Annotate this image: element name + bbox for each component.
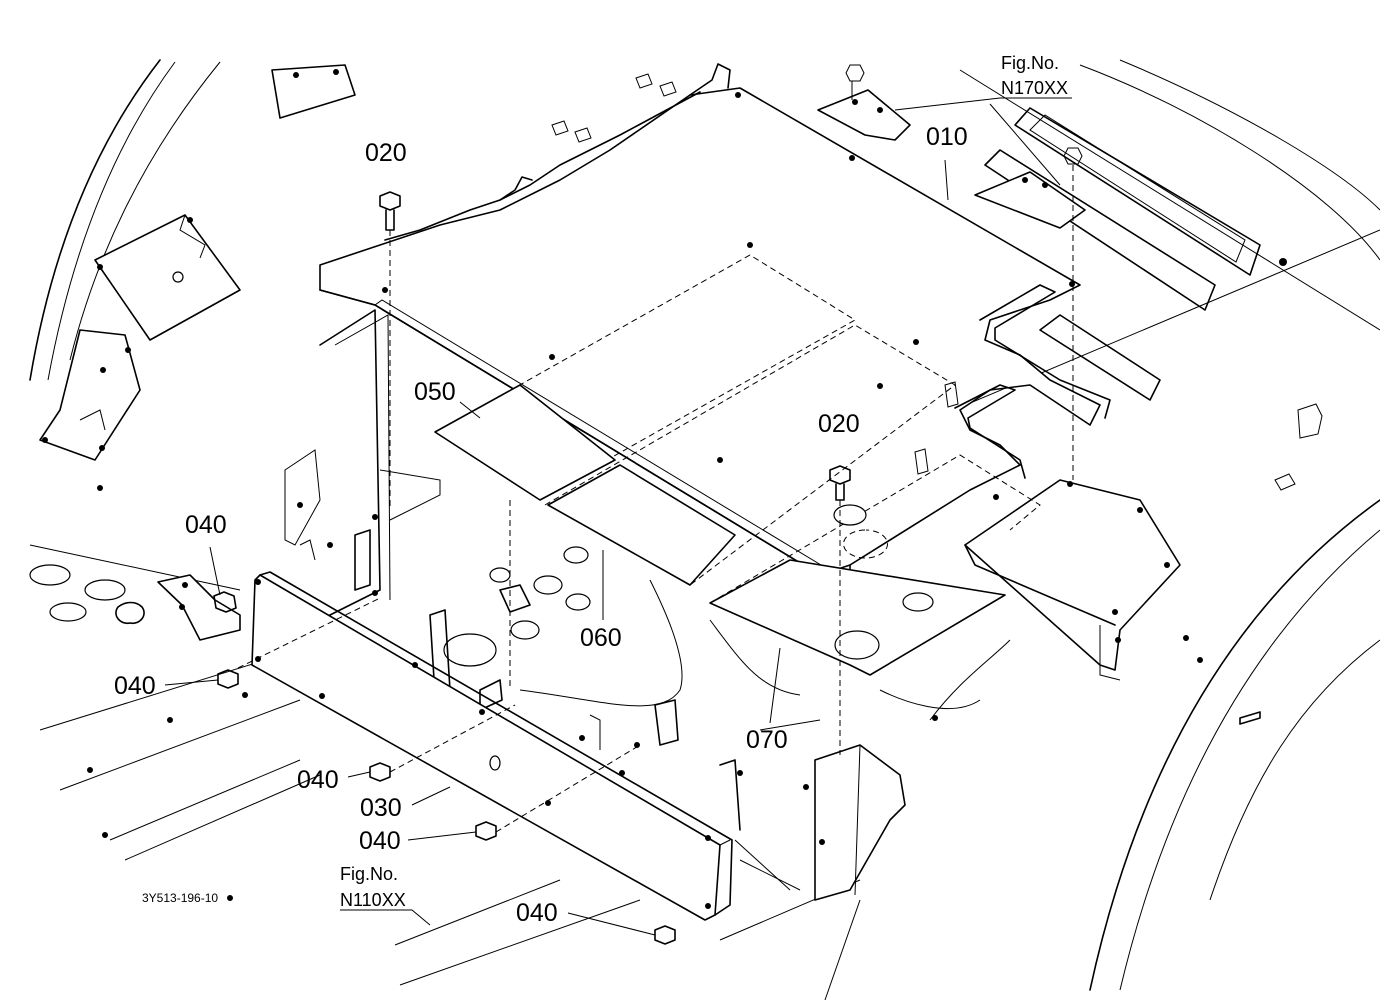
label-030: 030 bbox=[360, 794, 402, 822]
label-060: 060 bbox=[580, 624, 622, 652]
bracket-top-left bbox=[271, 64, 356, 119]
rear-vent bbox=[984, 107, 1287, 401]
drawing-code: 3Y513-196-10 bbox=[142, 891, 218, 905]
label-040-a: 040 bbox=[185, 511, 227, 539]
label-040-d: 040 bbox=[359, 827, 401, 855]
lower-right-block bbox=[814, 639, 1011, 1001]
figref-bottom-number: N110XX bbox=[340, 890, 406, 910]
label-040-c: 040 bbox=[297, 766, 339, 794]
bolt-040a bbox=[213, 591, 237, 613]
floor-lines bbox=[29, 485, 861, 986]
callout-labels: 010 020 020 030 040 040 040 040 040 050 … bbox=[114, 53, 1068, 927]
floor-components bbox=[429, 546, 981, 790]
figref-bottom-caption: Fig.No. bbox=[340, 864, 398, 884]
fastener-axes bbox=[237, 165, 1074, 833]
label-010: 010 bbox=[926, 123, 968, 151]
seat-support-right bbox=[964, 403, 1323, 725]
bolt-040c bbox=[369, 762, 391, 782]
bolt-040d bbox=[475, 821, 497, 841]
figref-top-number: N170XX bbox=[1001, 78, 1068, 98]
label-050: 050 bbox=[414, 378, 456, 406]
bolt-020a bbox=[379, 191, 401, 231]
label-070: 070 bbox=[746, 726, 788, 754]
under-frame-left bbox=[284, 309, 441, 621]
figref-top-caption: Fig.No. bbox=[1001, 53, 1059, 73]
bracket-left-lower bbox=[39, 329, 141, 461]
part-050-mat bbox=[434, 254, 856, 501]
label-020-b: 020 bbox=[818, 410, 860, 438]
cab-frame-outline bbox=[29, 59, 1380, 991]
bolt-040b bbox=[217, 669, 239, 689]
part-070-mat bbox=[709, 454, 1041, 676]
bolt-040e bbox=[654, 925, 676, 945]
part-030-front-cover bbox=[251, 539, 801, 921]
label-040-e: 040 bbox=[516, 899, 558, 927]
leader-lines bbox=[164, 97, 1072, 936]
part-060-mat bbox=[544, 324, 956, 586]
side-bracket-left bbox=[157, 574, 241, 641]
part-010-top-panel bbox=[319, 63, 1111, 591]
label-040-b: 040 bbox=[114, 672, 156, 700]
label-020-a: 020 bbox=[365, 139, 407, 167]
bracket-rear-upper bbox=[817, 64, 1086, 229]
bracket-left-upper bbox=[94, 214, 241, 341]
